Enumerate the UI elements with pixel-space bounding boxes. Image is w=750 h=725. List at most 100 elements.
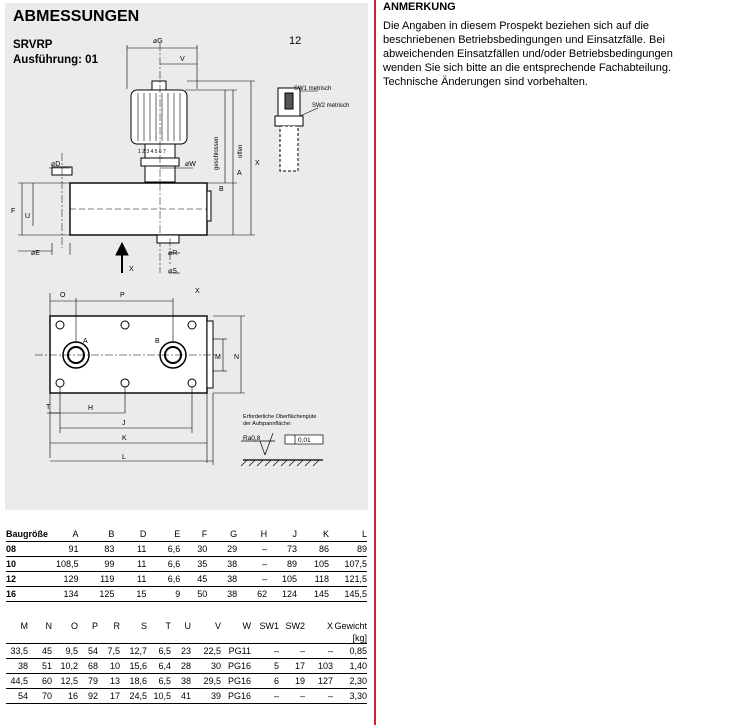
table-cell: 91 — [55, 541, 79, 557]
table-cell: 134 — [55, 586, 79, 602]
col-header: M — [20, 621, 29, 631]
col-header: J — [267, 527, 298, 542]
table-row: 10 108,5 99 11 6,6 35 38 – 89 105 107,5 — [6, 556, 367, 572]
table-row: 16 134 125 15 9 50 38 62 124 145 145,5 — [6, 586, 367, 602]
table-cell: 54 — [78, 643, 98, 659]
table-cell: 28 — [171, 658, 191, 674]
table-cell: 50 — [180, 586, 208, 602]
model-code: SRVRP — [13, 39, 53, 51]
dimension-table-2: M N O P R S T U V W SW1 SW2 X Gewicht [k… — [6, 617, 367, 704]
table-cell: PG16 — [221, 673, 251, 689]
table-cell: 30 — [180, 541, 208, 557]
table-cell: 45 — [28, 643, 52, 659]
roughness-value: Ra0,8 — [243, 435, 261, 442]
table-cell: 119 — [78, 571, 115, 587]
col-header: G — [207, 527, 238, 542]
col-header: L — [328, 527, 367, 542]
table-cell: 99 — [78, 556, 115, 572]
surface-caption-2: der Aufspannfläche: — [243, 421, 292, 427]
col-header: K — [297, 527, 329, 542]
table-cell: PG16 — [221, 658, 251, 674]
table-cell: PG11 — [221, 643, 251, 659]
page-title: ABMESSUNGEN — [13, 8, 140, 25]
table-cell: 19 — [279, 673, 305, 689]
table-cell: – — [237, 571, 268, 587]
table-cell: – — [237, 541, 268, 557]
table-cell: 39 — [191, 688, 221, 704]
table-cell: 22,5 — [191, 643, 221, 659]
table-row: 08 91 83 11 6,6 30 29 – 73 86 89 — [6, 541, 367, 557]
table-cell: 23 — [171, 643, 191, 659]
table-cell: 6,6 — [146, 541, 181, 557]
top-dimensions — [47, 293, 245, 465]
table-cell: 51 — [28, 658, 52, 674]
table-cell: 12 — [6, 571, 56, 587]
table-cell: – — [251, 643, 279, 659]
dim-x-label: X — [255, 160, 260, 167]
table-cell: 30 — [191, 658, 221, 674]
table-cell: 7,5 — [98, 643, 120, 659]
table-cell: 107,5 — [328, 556, 367, 572]
model-version: Ausführung: 01 — [13, 54, 98, 66]
dim-h-label: H — [88, 405, 93, 412]
table-cell: 6,4 — [147, 658, 171, 674]
col-header: Baugröße — [6, 527, 56, 542]
col-header: U — [184, 621, 192, 631]
note-line: Die Angaben in diesem Prospekt beziehen … — [383, 20, 650, 32]
table-row: 33,5 45 9,5 54 7,5 12,7 6,5 23 22,5 PG11… — [6, 643, 367, 659]
col-header: S — [140, 621, 147, 631]
sw1-label: SW1 metrisch — [294, 86, 331, 92]
unit-label: [kg] — [333, 631, 367, 644]
table-cell: 10,5 — [147, 688, 171, 704]
table-cell: 73 — [267, 541, 298, 557]
table-cell: 127 — [305, 673, 333, 689]
table-cell: 125 — [78, 586, 115, 602]
col-header: X — [326, 621, 333, 631]
col-header: T — [165, 621, 172, 631]
valve-body-side — [51, 43, 212, 273]
table-cell: 24,5 — [120, 688, 147, 704]
col-header: N — [45, 621, 53, 631]
table-cell: 0,85 — [333, 643, 367, 659]
col-header: SW2 — [285, 621, 305, 631]
flatness-value: 0,01 — [298, 437, 311, 444]
port-b-label: B — [155, 338, 160, 345]
table-cell: – — [305, 643, 333, 659]
table-cell: 103 — [305, 658, 333, 674]
table-cell: 145 — [297, 586, 329, 602]
table-cell: 6 — [251, 673, 279, 689]
table-cell: 6,6 — [146, 571, 181, 587]
knob-scale: 1 2 3 4 5 6 7 — [138, 149, 166, 155]
table-cell: 29,5 — [191, 673, 221, 689]
table-cell: 105 — [267, 571, 298, 587]
table-cell: 60 — [28, 673, 52, 689]
dim-u-label: U — [25, 213, 30, 220]
note-text: Die Angaben in diesem Prospekt beziehen … — [383, 19, 723, 89]
table-cell: 89 — [328, 541, 367, 557]
table-header-row: [kg] — [6, 631, 367, 644]
table-cell: 11 — [114, 571, 147, 587]
col-header: B — [78, 527, 115, 542]
dim-e-label: ⌀E — [31, 250, 40, 257]
page-number: 12 — [289, 35, 302, 47]
table-header-row: Baugröße A B D E F G H J K L — [6, 527, 367, 542]
wrench-size-detail — [274, 87, 319, 172]
column-divider — [374, 0, 376, 725]
dim-w-label: ⌀W — [185, 161, 196, 168]
port-a-label: A — [83, 338, 88, 345]
col-header: W — [242, 621, 252, 631]
table-cell: 6,5 — [147, 673, 171, 689]
table-cell: 68 — [78, 658, 98, 674]
table-header-row: M N O P R S T U V W SW1 SW2 X Gewicht — [6, 617, 368, 631]
table-cell: 6,5 — [147, 643, 171, 659]
table-cell: 38 — [171, 673, 191, 689]
table-cell: 86 — [297, 541, 329, 557]
drawing-panel — [5, 3, 368, 510]
dim-v-label: V — [180, 56, 185, 63]
table-cell: 6,6 — [146, 556, 181, 572]
view-x-arrow — [115, 241, 129, 273]
col-header: O — [70, 621, 78, 631]
table-cell: 145,5 — [328, 586, 367, 602]
table-cell: 41 — [171, 688, 191, 704]
table-cell: 3,30 — [333, 688, 367, 704]
